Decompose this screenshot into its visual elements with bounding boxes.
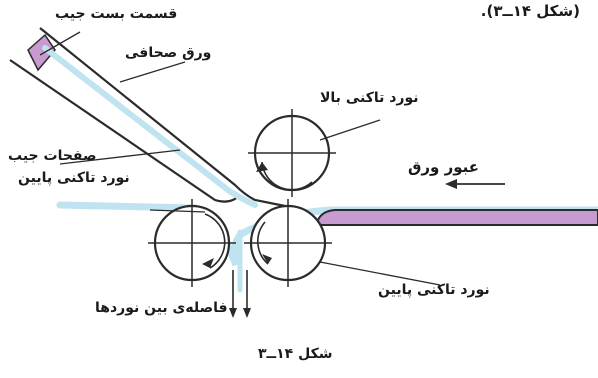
- lower-roller-right: [244, 199, 332, 287]
- lower-roller-left: [148, 199, 236, 287]
- incoming-sheet: [317, 209, 598, 226]
- lower-roller-left-label: نورد تاکنی پایین: [18, 170, 130, 186]
- pocket-plates-label: صفحات جیب: [8, 148, 97, 164]
- pocket-plate-upper: [39, 27, 291, 209]
- paper-sheet-label: ورق صحافی: [125, 45, 212, 61]
- pocket-stop-label: قسمت بست جیب: [55, 6, 178, 22]
- paper-direction-arrow: [445, 179, 505, 189]
- lower-roller-right-label: نورد تاکنی پایین: [378, 282, 490, 298]
- pocket-plates: [9, 27, 291, 209]
- gap-indicator: [229, 270, 251, 318]
- leader-lines: [39, 31, 441, 286]
- roller-gap-label: فاصله‌ی بین نوردها: [95, 300, 228, 316]
- upper-roller: [248, 109, 336, 197]
- paper-passage-label: عبور ورق: [408, 158, 480, 176]
- reference-fragment: (شکل ۱۴ــ۳).: [480, 2, 580, 20]
- figure-caption: شکل ۱۴ــ۳: [258, 346, 333, 362]
- upper-roller-label: نورد تاکنی بالا: [320, 90, 419, 106]
- pocket-stop-fill: [27, 33, 56, 72]
- paper-in-pocket: [42, 45, 258, 208]
